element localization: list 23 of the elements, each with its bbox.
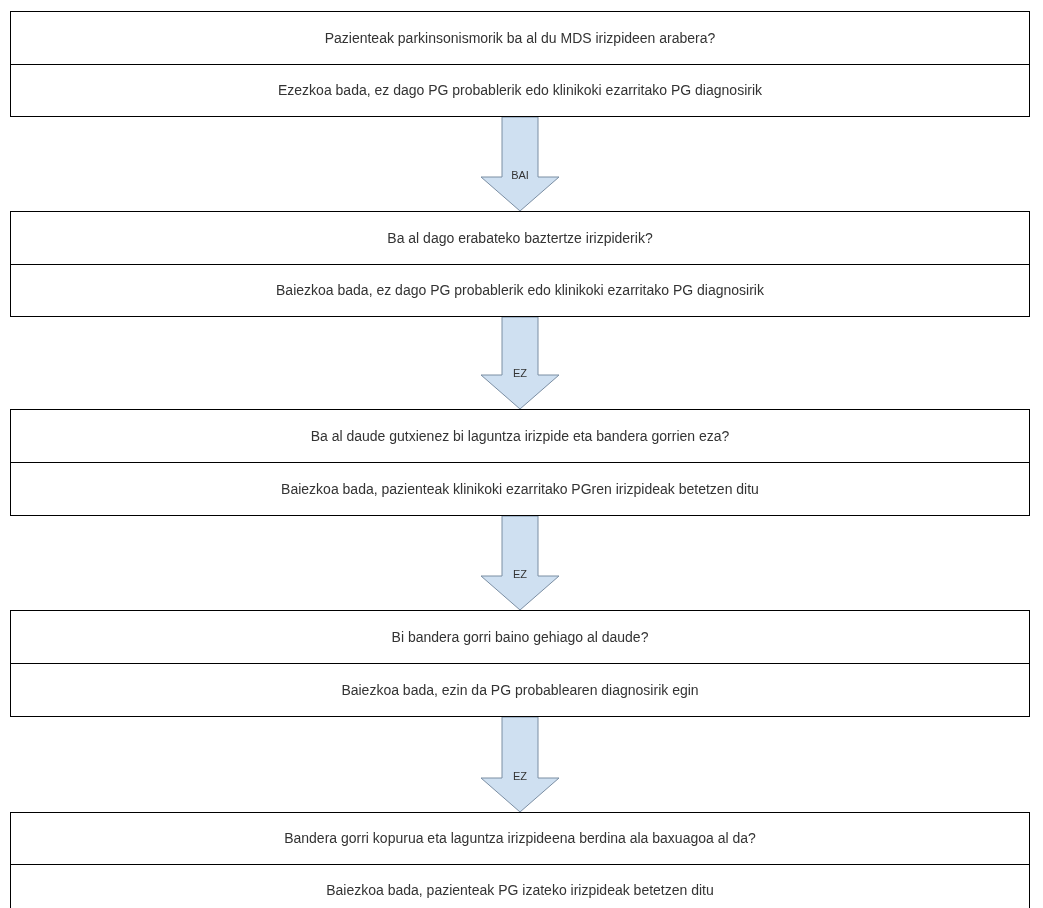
process-box [10, 211, 1030, 317]
question-text: Pazienteak parkinsonismorik ba al du MDS irizpideen arabera? [324, 29, 716, 46]
question-text: Ba al dago erabateko baztertze irizpiderik? [387, 229, 653, 246]
outcome-text: Baiezkoa bada, ezin da PG probablearen diagnosirik egin [341, 682, 699, 698]
process-box [10, 409, 1030, 516]
edge-label: BAI [511, 169, 529, 181]
block-arrow [480, 716, 560, 813]
question-text: Bandera gorri kopurua eta laguntza irizpideena berdina ala baxuagoa al da? [284, 830, 756, 847]
outcome-text: Ezezkoa bada, ez dago PG probablerik edo klinikoki ezarritako PG diagnosirik [277, 82, 762, 99]
edge-label: EZ [512, 770, 528, 782]
process-box [10, 812, 1030, 908]
outcome-text: Baiezkoa bada, ez dago PG probablerik edo klinikoki ezarritako PG diagnosirik [276, 282, 764, 299]
question-text: Bi bandera gorri baino gehiago al daude? [391, 629, 649, 645]
outcome-text: Baiezkoa bada, pazienteak PG izateko irizpideak betetzen ditu [326, 881, 714, 898]
process-box [10, 610, 1030, 717]
block-arrow [480, 116, 560, 212]
question-text: Ba al daude gutxienez bi laguntza irizpide eta bandera gorrien eza? [310, 428, 730, 444]
block-arrow [480, 515, 560, 611]
block-arrow [480, 316, 560, 410]
outcome-text: Baiezkoa bada, pazienteak klinikoki ezarritako PGren irizpideak betetzen ditu [281, 481, 759, 497]
edge-label: EZ [512, 568, 528, 580]
process-box [10, 11, 1030, 117]
edge-label: EZ [512, 367, 528, 379]
